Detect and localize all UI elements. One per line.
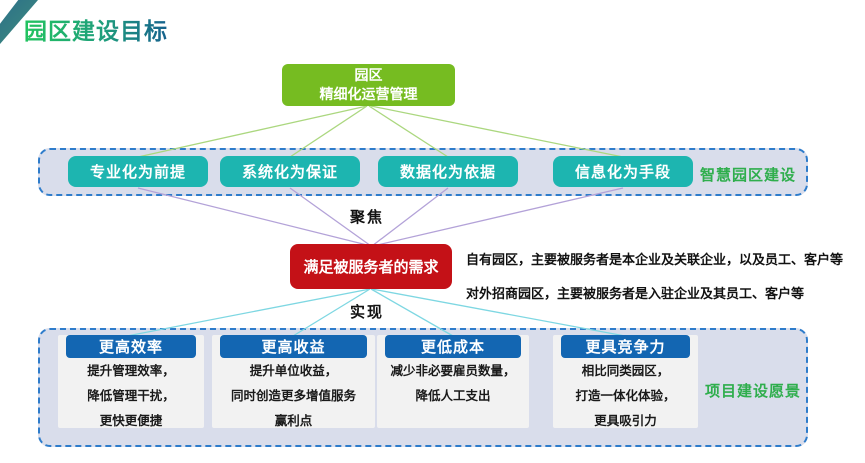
vision-card-efficiency: 更高效率 提升管理效率， 降低管理干扰， 更快更便捷 [58, 335, 204, 428]
vision-card-cost: 更低成本 减少非必要雇员数量， 降低人工支出 [377, 335, 529, 428]
root-node-park-management: 园区 精细化运营管理 [282, 64, 455, 106]
pillar-data-based: 数据化为依据 [378, 156, 518, 187]
root-node-line2: 精细化运营管理 [319, 86, 418, 102]
keyword-realize: 实现 [350, 304, 385, 321]
smart-park-group-label: 智慧园区建设 [700, 167, 797, 184]
vision-card-line: 降低管理干扰， [87, 389, 175, 403]
vision-card-line: 打造一体化体验， [575, 389, 676, 403]
vision-card-line: 同时创造更多增值服务 [230, 389, 356, 403]
vision-card-efficiency-title: 更高效率 [66, 335, 196, 358]
vision-card-line: 更快更便捷 [99, 414, 163, 428]
root-node-line1: 园区 [354, 67, 383, 83]
vision-card-competitiveness: 更具竞争力 相比同类园区， 打造一体化体验， 更具吸引力 [553, 335, 698, 428]
pillar-professional: 专业化为前提 [68, 156, 208, 187]
vision-card-line: 降低人工支出 [415, 389, 491, 403]
vision-card-line: 提升管理效率， [87, 364, 175, 378]
pillar-informatization: 信息化为手段 [553, 156, 693, 187]
vision-card-line: 更具吸引力 [594, 414, 657, 428]
core-need-node: 满足被服务者的需求 [290, 244, 452, 289]
vision-card-revenue: 更高收益 提升单位收益， 同时创造更多增值服务 赢利点 [212, 335, 375, 428]
page-title: 园区建设目标 [24, 12, 168, 46]
vision-card-line: 赢利点 [274, 414, 313, 428]
vision-card-line: 提升单位收益， [249, 364, 338, 378]
note-own-park: 自有园区，主要被服务者是本企业及关联企业，以及员工、客户等 [466, 252, 844, 267]
keyword-focus: 聚焦 [350, 209, 385, 226]
vision-card-revenue-title: 更高收益 [220, 335, 367, 358]
note-leased-park: 对外招商园区，主要被服务者是入驻企业及其员工、客户等 [466, 286, 805, 301]
pillar-systematic: 系统化为保证 [220, 156, 360, 187]
vision-card-cost-title: 更低成本 [385, 335, 521, 358]
vision-card-line: 减少非必要雇员数量， [390, 364, 516, 378]
vision-card-competitiveness-title: 更具竞争力 [561, 335, 690, 358]
vision-group-label: 项目建设愿景 [705, 383, 802, 400]
vision-card-line: 相比同类园区， [581, 364, 670, 378]
